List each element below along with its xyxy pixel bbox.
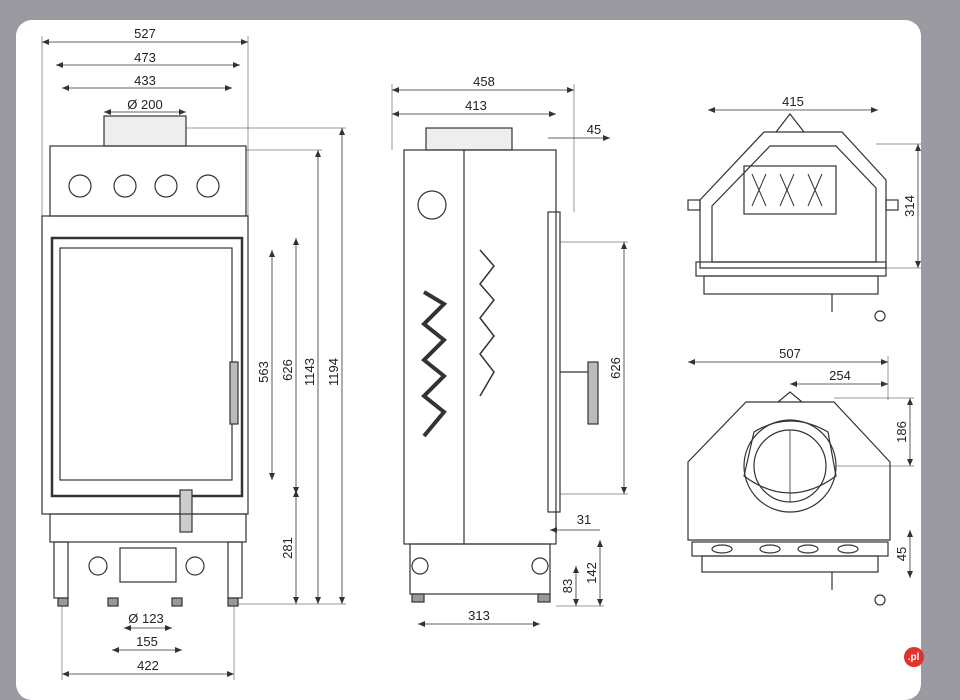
glass-panel [59,247,233,481]
door-frame [50,236,244,498]
side-view-dimensions [391,84,628,627]
top-tray [703,275,879,295]
leg-right [227,541,243,599]
front-view-dimensions [41,36,346,680]
side-body [403,149,557,545]
burner-grate [743,165,837,215]
dim-front-527: 527 [134,26,156,41]
dim-front-422: 422 [137,658,159,673]
dim-bottom-45: 45 [894,547,909,561]
dim-front-flue-diameter: Ø 200 [127,97,162,112]
top-view-inner [711,145,877,263]
top-base-plate [695,261,887,277]
convection-zigzag-left [421,290,448,438]
foot-mid-left [107,597,119,607]
dim-bottom-254: 254 [829,368,851,383]
side-foot-right [537,593,551,603]
base-pipe-left [88,556,108,576]
dim-side-45: 45 [587,122,601,137]
bottom-view-outline [687,401,891,541]
air-vent-2 [113,174,137,198]
dim-front-pipe-diameter: Ø 123 [128,611,163,626]
watermark-badge: .pl [903,647,924,667]
top-view [687,113,899,322]
dim-front-1194: 1194 [326,358,341,386]
leg-left [53,541,69,599]
convection-zigzag-right [479,249,495,397]
dim-side-458: 458 [473,74,495,89]
top-flue [775,113,805,133]
bottom-view-dimensions [688,356,914,578]
top-housing [49,145,247,217]
technical-drawing: 527 473 433 Ø 200 563 626 1143 1194 281 … [41,26,921,680]
side-foot-left [411,593,425,603]
dim-front-281: 281 [280,537,295,559]
dim-side-626: 626 [608,357,623,379]
top-view-dimensions [708,107,921,269]
dim-front-563: 563 [256,361,271,383]
dim-side-142: 142 [584,562,599,584]
air-vent-4 [196,174,220,198]
side-flue-collar [425,127,513,151]
dim-front-1143: 1143 [302,358,317,386]
dim-side-31: 31 [577,512,591,527]
side-view [403,127,599,603]
air-vent-1 [68,174,92,198]
dimension-labels: 527 473 433 Ø 200 563 626 1143 1194 281 … [127,26,917,673]
bottom-tray [701,555,879,573]
door-handle [229,361,239,425]
grate-pattern [751,173,823,207]
dim-top-314: 314 [902,195,917,217]
top-view-outline [699,131,887,269]
side-outlet [417,190,447,220]
dim-front-626: 626 [280,359,295,381]
air-vent-3 [154,174,178,198]
dim-side-83: 83 [560,579,575,593]
dim-front-473: 473 [134,50,156,65]
base-frame [49,513,247,543]
foot-left [57,597,69,607]
bottom-flue-top [777,391,803,403]
bottom-knob [874,594,886,606]
dim-side-313: 313 [468,608,490,623]
firebox-body [41,215,249,515]
dim-front-155: 155 [136,634,158,649]
drawing-sheet: 527 473 433 Ø 200 563 626 1143 1194 281 … [16,20,921,700]
base-pipe-right [185,556,205,576]
front-view [41,115,249,607]
dim-bottom-186: 186 [894,421,909,443]
side-base-pipe-right [531,557,549,575]
top-stub-right [885,199,899,211]
ash-handle [179,489,193,533]
watermark: Sprzedajemy .pl [770,642,946,672]
side-door-edge [547,211,561,513]
foot-right [227,597,239,607]
dim-bottom-507: 507 [779,346,801,361]
dim-side-413: 413 [465,98,487,113]
side-base-pipe-left [411,557,429,575]
top-knob [874,310,886,322]
base-center-block [119,547,177,583]
side-base [409,543,551,595]
foot-mid-right [171,597,183,607]
side-door-handle [587,361,599,425]
watermark-text: Sprzedajemy [770,645,900,668]
dim-top-415: 415 [782,94,804,109]
top-stub-left [687,199,701,211]
bottom-flue-flange [743,420,837,494]
dim-front-433: 433 [134,73,156,88]
flue-collar [103,115,187,147]
bottom-view [687,391,891,606]
